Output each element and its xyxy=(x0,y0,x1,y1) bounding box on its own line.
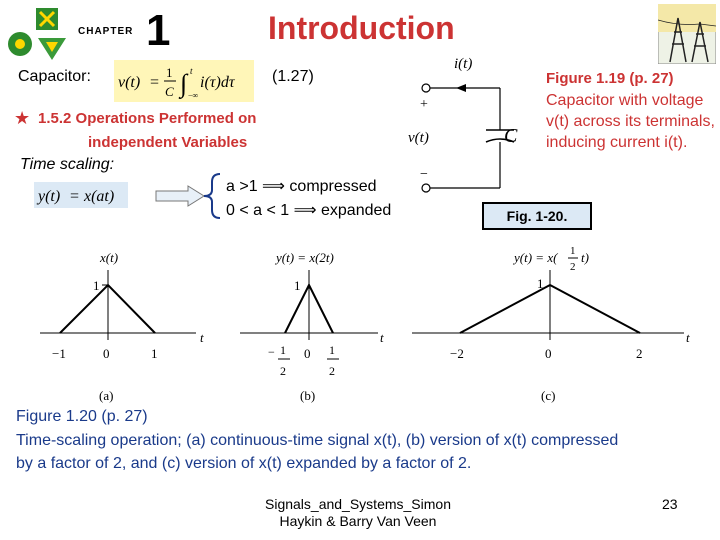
power-tower-image xyxy=(658,4,716,64)
figure-1-20-label: Fig. 1-20. xyxy=(482,202,592,230)
university-logo xyxy=(4,4,68,64)
slide-title: Introduction xyxy=(268,10,455,47)
svg-text:t): t) xyxy=(581,250,589,265)
svg-text:1: 1 xyxy=(93,278,100,293)
svg-text:+: + xyxy=(420,97,428,112)
svg-text:0: 0 xyxy=(545,346,552,361)
figure-1-20-caption-title: Figure 1.20 (p. 27) xyxy=(16,408,148,426)
svg-text:−: − xyxy=(420,167,428,182)
svg-text:1: 1 xyxy=(294,278,301,293)
condition-expanded: 0 < a < 1 ⟹ expanded xyxy=(226,200,391,220)
svg-text:x(t): x(t) xyxy=(99,250,118,265)
plot-a: x(t) 1 t −1 0 1 (a) xyxy=(40,250,204,403)
chapter-number: 1 xyxy=(146,6,170,56)
svg-text:2: 2 xyxy=(329,364,335,378)
capacitor-circuit-diagram: i(t) + − v(t) C xyxy=(400,50,540,220)
svg-text:1: 1 xyxy=(166,65,173,80)
condition-compressed: a >1 ⟹ compressed xyxy=(226,176,377,196)
time-scaling-label: Time scaling: xyxy=(20,156,114,174)
svg-text:v(t): v(t) xyxy=(118,74,140,91)
section-title-line1: 1.5.2 Operations Performed on xyxy=(38,110,256,127)
svg-text:0: 0 xyxy=(103,346,110,361)
svg-text:(b): (b) xyxy=(300,388,315,403)
svg-text:i(τ)dτ: i(τ)dτ xyxy=(200,74,236,91)
svg-text:−2: −2 xyxy=(450,346,464,361)
plot-b: y(t) = x(2t) 1 t − 1 2 0 1 2 (b) xyxy=(240,250,384,403)
footer-source-line1: Signals_and_Systems_Simon xyxy=(248,496,468,513)
figure-1-19-reference: Figure 1.19 (p. 27) xyxy=(546,70,674,87)
svg-text:(c): (c) xyxy=(541,388,555,403)
svg-text:1: 1 xyxy=(537,276,544,291)
svg-text:v(t): v(t) xyxy=(408,130,429,146)
figure-1-20-caption-line3: by a factor of 2, and (c) version of x(t… xyxy=(16,455,471,473)
plot-c: y(t) = x( 1 2 t) 1 t −2 0 2 (c) xyxy=(412,245,690,403)
svg-text:t: t xyxy=(380,330,384,345)
svg-text:=: = xyxy=(150,74,159,91)
formula-reference: (1.27) xyxy=(272,68,314,86)
svg-text:C: C xyxy=(504,125,518,147)
footer-source-line2: Haykin & Barry Van Veen xyxy=(248,513,468,530)
svg-text:−: − xyxy=(268,345,275,359)
svg-text:2: 2 xyxy=(636,346,643,361)
svg-text:y(t): y(t) xyxy=(36,188,60,205)
page-number: 23 xyxy=(662,496,678,512)
svg-text:t: t xyxy=(190,66,193,76)
svg-text:t: t xyxy=(200,330,204,345)
svg-text:1: 1 xyxy=(329,343,335,357)
svg-text:t: t xyxy=(686,330,690,345)
svg-text:x(at): x(at) xyxy=(83,188,114,205)
footer-source: Signals_and_Systems_Simon Haykin & Barry… xyxy=(248,496,468,530)
time-scaling-plots: x(t) 1 t −1 0 1 (a) y(t) = x(2t) 1 t − 1… xyxy=(0,230,720,408)
svg-text:i(t): i(t) xyxy=(454,56,472,72)
arrow-right-icon xyxy=(154,184,206,208)
svg-text:y(t) = x(2t): y(t) = x(2t) xyxy=(274,250,334,265)
svg-text:y(t) = x(: y(t) = x( xyxy=(512,250,558,265)
svg-text:0: 0 xyxy=(304,346,311,361)
svg-text:1: 1 xyxy=(570,245,576,257)
svg-text:C: C xyxy=(165,84,174,99)
brace-icon xyxy=(200,172,224,220)
capacitor-label: Capacitor: xyxy=(18,68,91,86)
figure-1-19-description: Capacitor with voltage v(t) across its t… xyxy=(546,90,718,153)
svg-text:2: 2 xyxy=(570,261,576,273)
svg-text:2: 2 xyxy=(280,364,286,378)
chapter-label: CHAPTER xyxy=(78,26,133,37)
star-bullet-icon: ★ xyxy=(14,108,30,129)
svg-text:−∞: −∞ xyxy=(188,91,199,100)
figure-1-20-caption-line2: Time-scaling operation; (a) continuous-t… xyxy=(16,432,618,450)
svg-text:1: 1 xyxy=(280,343,286,357)
svg-text:1: 1 xyxy=(151,346,158,361)
capacitor-formula: v(t) = 1 C ∫ t −∞ i(τ)dτ xyxy=(114,60,254,102)
time-scaling-formula: y(t) = x(at) xyxy=(34,182,128,208)
svg-text:−1: −1 xyxy=(52,346,66,361)
svg-text:=: = xyxy=(70,188,79,205)
svg-text:(a): (a) xyxy=(99,388,113,403)
section-title-line2: independent Variables xyxy=(88,134,247,151)
